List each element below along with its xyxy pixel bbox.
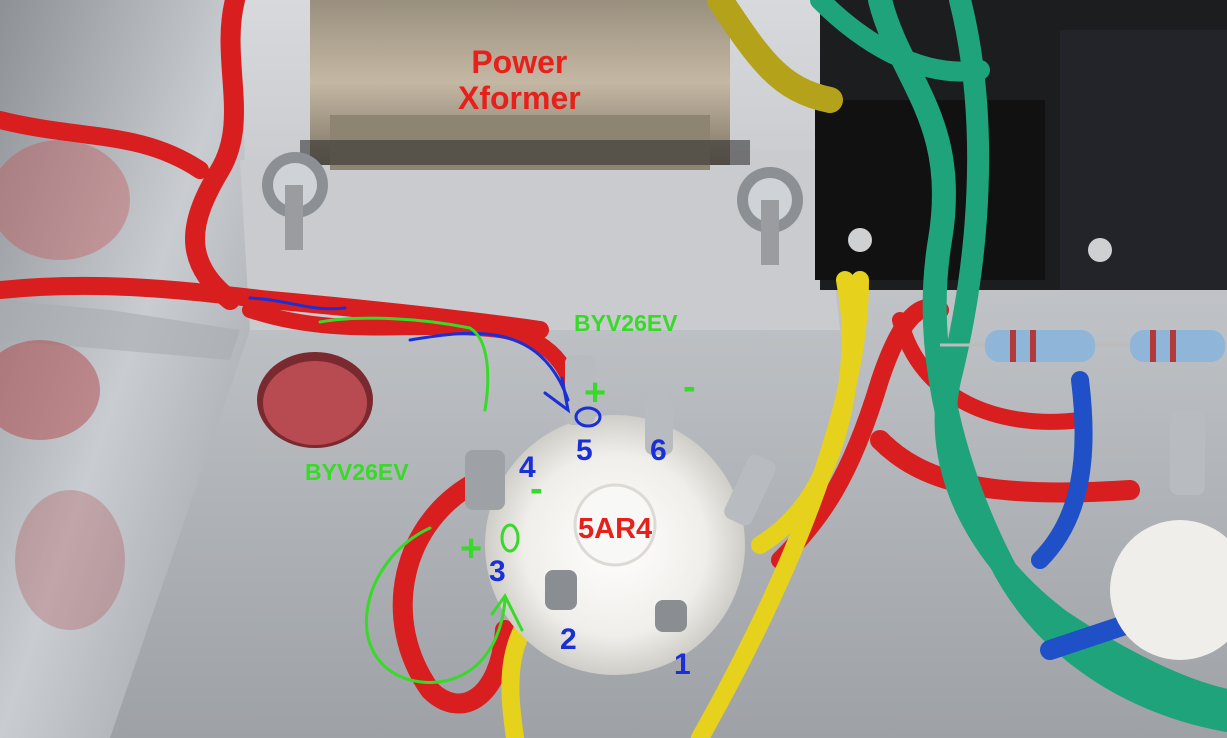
- diode-top-label: BYV26EV: [574, 310, 678, 336]
- diode-left-label: BYV26EV: [305, 459, 409, 485]
- blue-circle-pin5: [574, 406, 602, 428]
- bolt-left: [262, 152, 328, 250]
- green-path-upper: [318, 316, 490, 412]
- pin-5-label: 5: [576, 434, 593, 467]
- power-label-line1: Power: [471, 44, 568, 80]
- tube-label: 5AR4: [578, 513, 653, 545]
- pin-4-label: 4: [519, 451, 536, 484]
- pin-3-label: 3: [489, 555, 506, 588]
- resistor: [940, 330, 1227, 362]
- power-transformer-label: Power Xformer: [458, 44, 581, 116]
- tube-socket: [465, 355, 776, 675]
- green-loop: [364, 526, 507, 684]
- blue-arrow-to-pin5: [408, 331, 570, 402]
- annotation-strokes: [248, 296, 602, 684]
- blue-path-upper: [248, 296, 347, 311]
- pin-6-label: 6: [650, 434, 667, 467]
- plus-left-label: +: [460, 528, 483, 570]
- pin-1-label: 1: [674, 648, 691, 681]
- plus-top-label: +: [584, 372, 607, 414]
- minus-left-label: -: [530, 468, 543, 510]
- power-label-line2: Xformer: [458, 80, 581, 116]
- green-circle-pin3: [500, 523, 520, 553]
- minus-top-label: -: [683, 366, 696, 408]
- bolt-right: [737, 167, 803, 265]
- pin-2-label: 2: [560, 623, 577, 656]
